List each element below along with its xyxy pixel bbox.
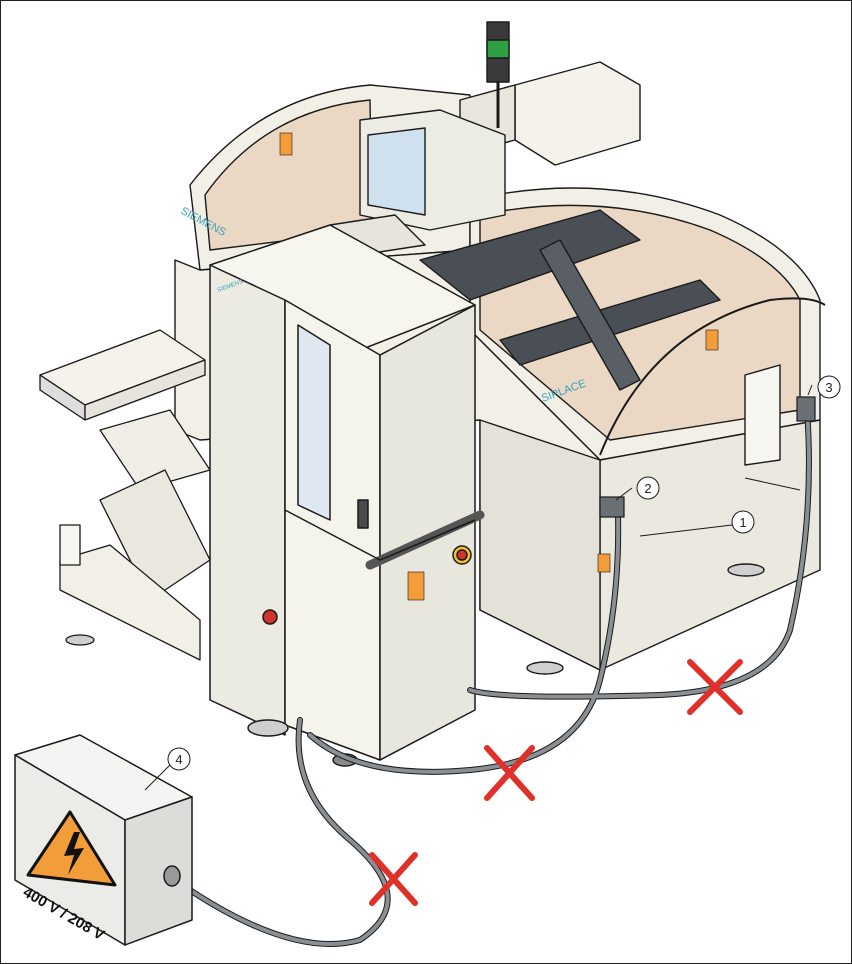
callout-3: 3 xyxy=(818,376,840,398)
svg-text:4: 4 xyxy=(175,752,182,767)
svg-text:1: 1 xyxy=(739,515,746,530)
callout-1: 1 xyxy=(732,511,754,533)
control-cabinet xyxy=(210,225,480,766)
svg-text:3: 3 xyxy=(825,380,832,395)
svg-text:2: 2 xyxy=(644,481,651,496)
callout-2: 2 xyxy=(637,477,659,499)
callout-4: 4 xyxy=(168,748,190,770)
